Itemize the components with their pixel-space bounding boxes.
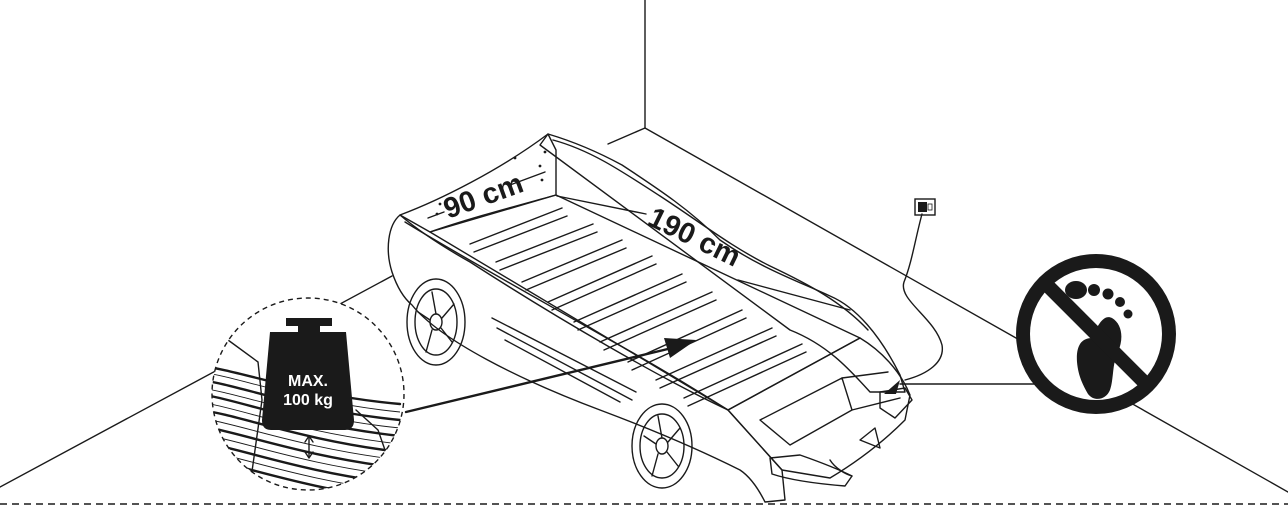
weight-icon: MAX. 100 kg bbox=[262, 318, 354, 430]
zoom-detail-circle: MAX. 100 kg bbox=[211, 297, 405, 491]
bed-slats bbox=[469, 207, 807, 407]
length-dimension: 190 cm bbox=[556, 195, 851, 311]
width-dimension: 90 cm bbox=[427, 167, 546, 226]
weight-limit-line2: 100 kg bbox=[283, 392, 333, 409]
front-wheel bbox=[631, 403, 693, 489]
power-plug-icon bbox=[914, 198, 936, 216]
car-bed bbox=[387, 133, 913, 503]
power-cable bbox=[902, 213, 943, 381]
no-standing-on-bed-icon bbox=[1016, 254, 1176, 414]
footprint-icon bbox=[1065, 281, 1133, 399]
pointer-arrow bbox=[404, 338, 696, 414]
slat-flex-arrow bbox=[304, 435, 314, 459]
room-perspective-lines bbox=[0, 0, 1288, 493]
weight-limit-line1: MAX. bbox=[288, 373, 328, 390]
rear-wheel bbox=[406, 278, 466, 366]
front-pointer-arrow bbox=[884, 380, 900, 394]
length-dimension-label: 190 cm bbox=[643, 202, 745, 274]
